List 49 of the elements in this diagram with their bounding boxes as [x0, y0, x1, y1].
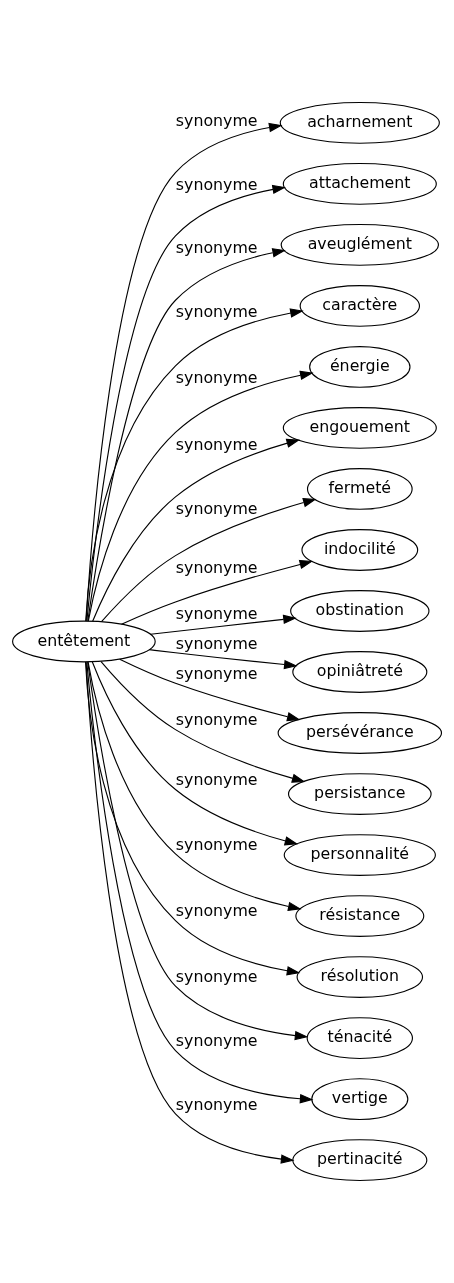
- edge-label: synonyme: [175, 1094, 258, 1114]
- edge-label: synonyme: [175, 966, 258, 986]
- node-ellipse: résistance: [295, 895, 425, 937]
- edge-label: synonyme: [175, 557, 258, 577]
- arrow: [92, 438, 301, 622]
- node-ellipse: aveuglément: [280, 224, 439, 266]
- edge-label: synonyme: [175, 710, 258, 730]
- arrow: [91, 661, 299, 846]
- arrow: [85, 661, 295, 1164]
- edge-label: synonyme: [175, 664, 258, 684]
- node-ellipse: énergie: [309, 346, 411, 388]
- node-ellipse: entêtement: [12, 620, 156, 663]
- node-ellipse: acharnement: [279, 101, 440, 144]
- arrow: [100, 661, 306, 783]
- arrow: [87, 661, 302, 912]
- node-ellipse: pertinacité: [292, 1139, 428, 1182]
- arrow: [120, 559, 314, 625]
- node-ellipse: obstination: [290, 590, 430, 632]
- arrow: [87, 661, 309, 1041]
- arrow: [85, 308, 304, 622]
- edge-label: synonyme: [175, 499, 258, 519]
- edge-label: synonyme: [175, 633, 258, 653]
- arrow: [119, 658, 301, 722]
- arrow: [150, 614, 297, 635]
- node-ellipse: caractère: [299, 285, 421, 327]
- edge-label: synonyme: [175, 434, 258, 454]
- arrow: [100, 498, 317, 623]
- node-ellipse: opiniâtreté: [292, 651, 428, 693]
- edge-label: synonyme: [175, 111, 258, 131]
- arrow: [86, 661, 314, 1104]
- node-ellipse: résolution: [296, 956, 424, 998]
- edge-label: synonyme: [175, 238, 258, 258]
- edge-label: synonyme: [175, 834, 258, 854]
- edge-label: synonyme: [175, 604, 258, 624]
- edge-label: synonyme: [175, 770, 258, 790]
- node-ellipse: vertige: [311, 1078, 409, 1121]
- arrow: [87, 370, 314, 622]
- arrow: [84, 661, 301, 976]
- edge-label: synonyme: [175, 367, 258, 387]
- arrow: [148, 649, 298, 670]
- node-ellipse: attachement: [282, 162, 437, 205]
- edge-label: synonyme: [175, 901, 258, 921]
- edge-label: synonyme: [175, 302, 258, 322]
- edge-label: synonyme: [175, 1031, 258, 1051]
- node-ellipse: ténacité: [306, 1017, 414, 1059]
- edge-label: synonyme: [175, 174, 258, 194]
- arrow: [87, 248, 286, 622]
- node-ellipse: fermeté: [306, 468, 413, 510]
- node-ellipse: indocilité: [301, 529, 419, 571]
